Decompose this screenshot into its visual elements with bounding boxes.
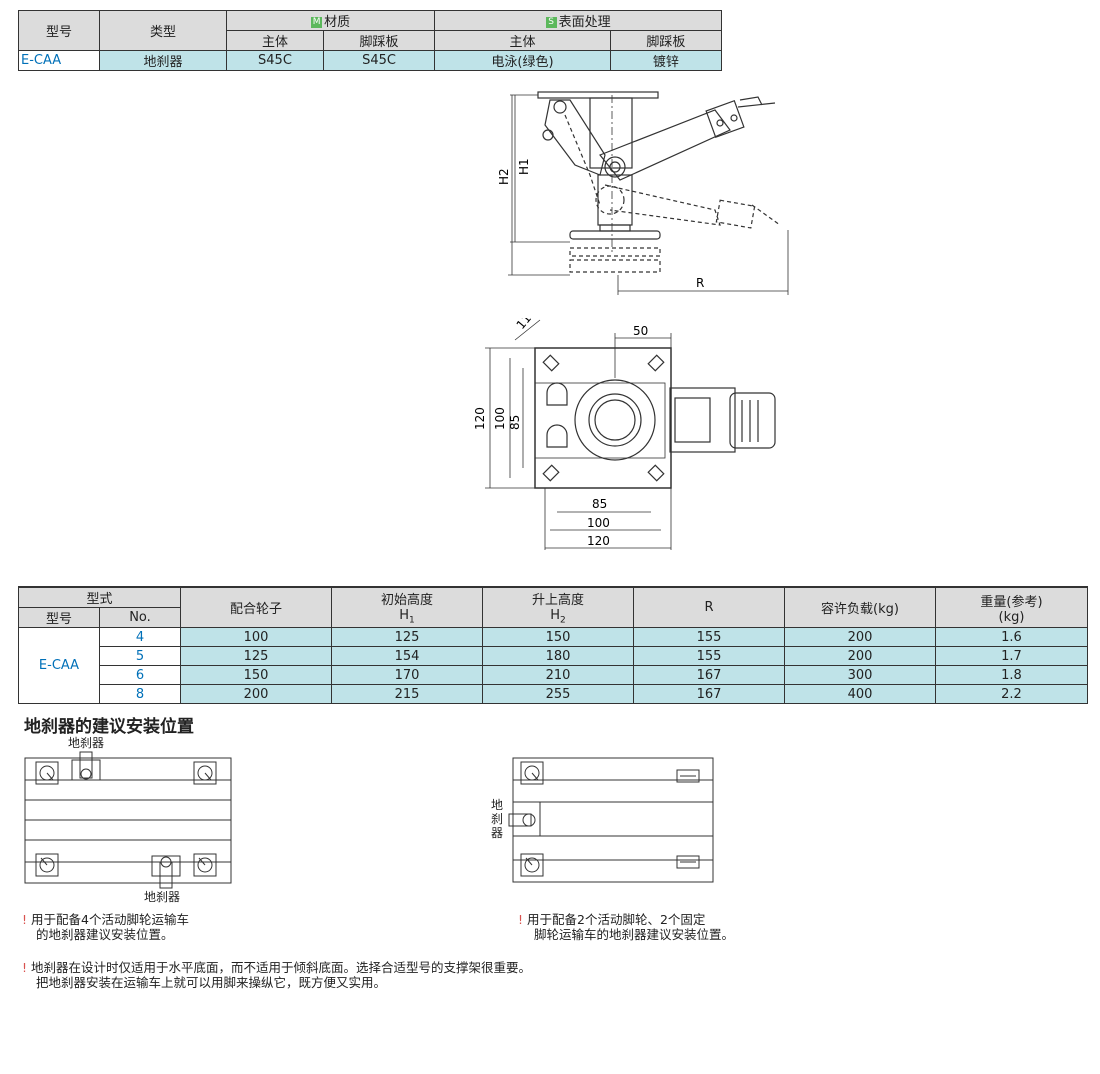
note-right: ! 用于配备2个活动脚轮、2个固定 脚轮运输车的地刹器建议安装位置。 (518, 912, 735, 942)
dim-h1: H1 (517, 158, 531, 175)
dim-11: 11 (514, 318, 535, 332)
col-wheel: 配合轮子 (180, 586, 332, 628)
table-row: 5 125 154 180 155 200 1.7 (18, 646, 1088, 666)
col-weight: 重量(参考)(kg) (935, 586, 1088, 628)
cell-surf-pedal: 镀锌 (609, 50, 723, 71)
cell-mat-pedal: S45C (322, 50, 436, 71)
dim-120-h: 120 (587, 534, 610, 548)
material-badge-icon: M (311, 17, 323, 28)
table-row: E-CAA 4 100 125 150 155 200 1.6 (18, 627, 1088, 704)
dim-85-h: 85 (592, 497, 607, 511)
notice-icon: ! (22, 912, 28, 927)
table-row: 8 200 215 255 167 400 2.2 (18, 684, 1088, 704)
sub-mat-pedal: 脚踩板 (322, 30, 436, 51)
dim-100-v: 100 (493, 407, 507, 430)
install-diagram-4-swivel (24, 751, 232, 889)
label-brake-top: 地刹器 (68, 736, 105, 750)
note-left: ! 用于配备4个活动脚轮运输车 的地刹器建议安装位置。 (22, 912, 189, 942)
sub-surf-body: 主体 (434, 30, 611, 51)
install-section-title: 地刹器的建议安装位置 (24, 717, 194, 737)
side-view-drawing: H2 H1 R (497, 91, 789, 295)
surface-badge-icon: S (545, 17, 557, 28)
top-view-drawing: 11 50 120 100 85 85 100 120 (473, 318, 776, 550)
label-brake-bottom: 地刹器 (144, 890, 181, 904)
table-row: 6 150 170 210 167 300 1.8 (18, 665, 1088, 685)
col-form: 型式 (18, 586, 181, 608)
sub-surf-pedal: 脚踩板 (609, 30, 723, 51)
install-diagram-2-swivel (508, 757, 714, 883)
col-no: No. (99, 607, 181, 628)
cell-mat-body: S45C (226, 50, 324, 71)
dim-85-v: 85 (508, 415, 522, 430)
dim-h2: H2 (497, 168, 511, 185)
col-load: 容许负载(kg) (784, 586, 936, 628)
cell-type: 地刹器 (99, 50, 227, 71)
note-bottom: ! 地刹器在设计时仅适用于水平底面，而不适用于倾斜底面。选择合适型号的支撑架很重… (22, 960, 532, 990)
cell-model: E-CAA (18, 627, 100, 704)
dim-120-v: 120 (473, 407, 487, 430)
col-model: 型号 (18, 10, 100, 51)
dim-100-h: 100 (587, 516, 610, 530)
cell-surf-body: 电泳(绿色) (434, 50, 611, 71)
cell-model: E-CAA (18, 50, 100, 71)
label-brake-vertical: 地 刹 器 (491, 798, 504, 840)
col-r: R (633, 586, 785, 628)
notice-icon: ! (22, 960, 28, 975)
dim-50: 50 (633, 324, 648, 338)
col-type: 类型 (99, 10, 227, 51)
dim-r: R (696, 276, 704, 290)
notice-icon: ! (518, 912, 524, 927)
sub-mat-body: 主体 (226, 30, 324, 51)
col-model: 型号 (18, 607, 100, 628)
